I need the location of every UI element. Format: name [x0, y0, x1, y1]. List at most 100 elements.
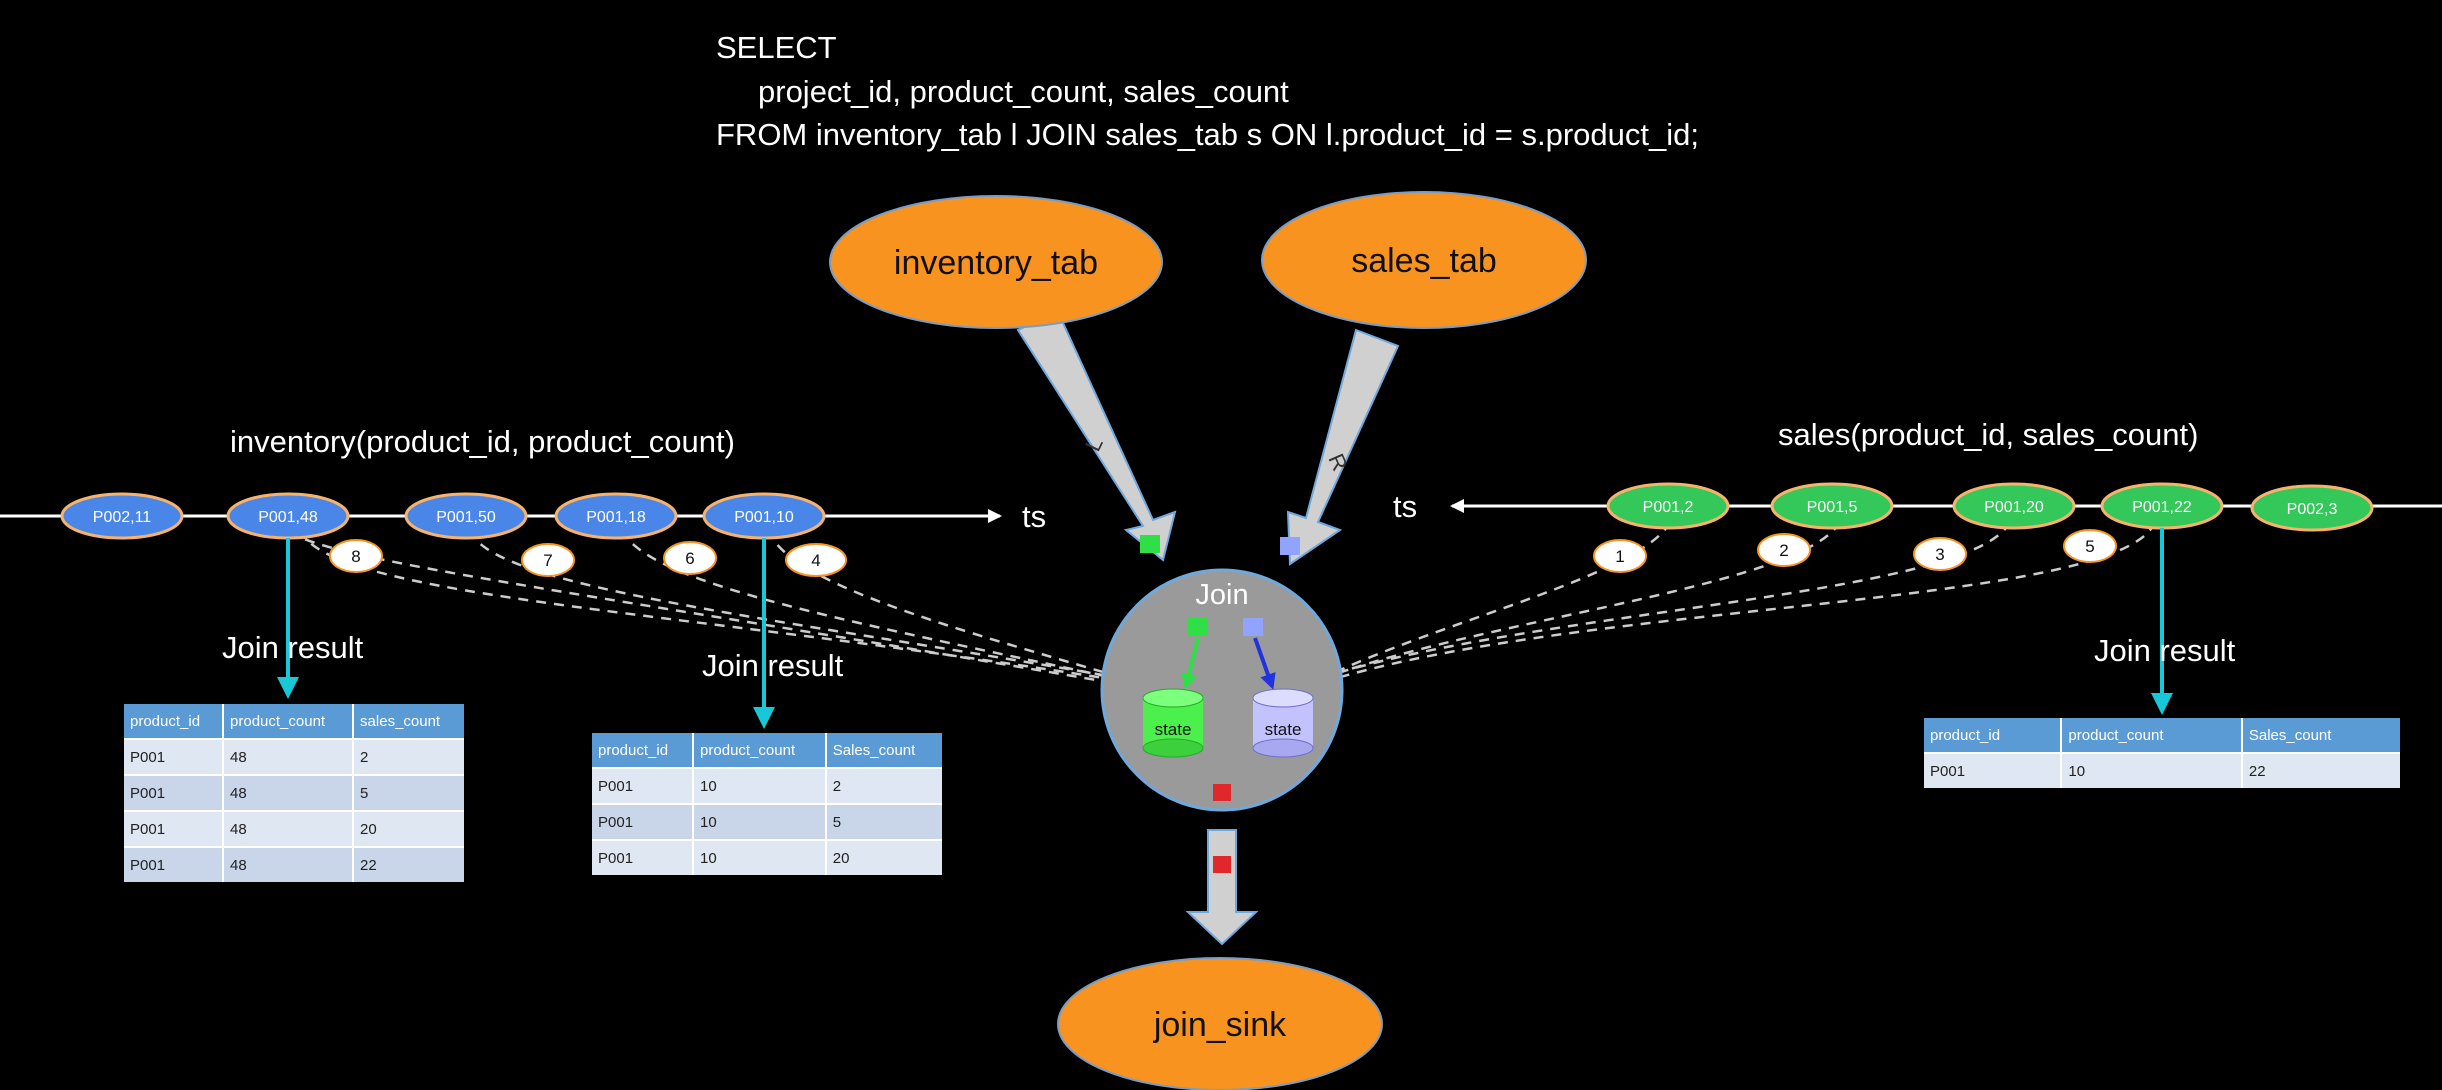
sales-tab-label: sales_tab [1351, 242, 1497, 280]
join-result-table-3: product_id product_count Sales_count P00… [1924, 718, 2400, 788]
inventory-event-label: P001,10 [734, 509, 794, 526]
table-cell: P001 [592, 839, 695, 875]
sales-event-2: P001,5 [1770, 482, 1894, 530]
join-right-marker [1243, 618, 1263, 636]
sales-event-1: P001,2 [1606, 482, 1730, 530]
table-cell: 48 [223, 738, 355, 775]
flow-line-sales-3 [1297, 521, 2012, 688]
output-arrow [1185, 829, 1259, 946]
table-cell: 5 [353, 774, 464, 811]
join-left-marker [1188, 618, 1208, 636]
svg-text:8: 8 [351, 547, 360, 566]
inventory-tab-label: inventory_tab [894, 244, 1098, 282]
table-cell: 10 [693, 839, 827, 875]
join-result-table-2: product_id product_count Sales_count P00… [592, 733, 942, 875]
sales-event-3: P001,20 [1952, 482, 2076, 530]
table-cell: P001 [592, 767, 695, 804]
table-header: sales_count [353, 704, 464, 739]
table-header: Sales_count [825, 733, 942, 768]
order-badge: 6 [663, 541, 717, 575]
order-badge: 7 [521, 543, 575, 577]
join-sink-node: join_sink [1057, 957, 1383, 1090]
sales-event-label: P002,3 [2287, 501, 2338, 518]
inventory-event-label: P002,11 [93, 509, 152, 526]
table-header: Sales_count [2241, 718, 2400, 753]
join-label: Join [1195, 579, 1248, 611]
table-cell: 48 [223, 774, 355, 811]
right-input-arrow: R [1286, 328, 1400, 566]
sql-line-2: project_id, product_count, sales_count [758, 74, 1289, 109]
sales-stream-title: sales(product_id, sales_count) [1778, 417, 2198, 452]
sales-event-4: P001,22 [2100, 482, 2224, 530]
table-cell: P001 [124, 846, 225, 882]
flow-line-inv-4 [620, 529, 1169, 692]
table-header: product_count [2061, 718, 2243, 753]
left-input-marker [1140, 535, 1160, 553]
sql-line-3: FROM inventory_tab l JOIN sales_tab s ON… [716, 117, 1699, 152]
order-badge: 5 [2063, 529, 2117, 563]
output-marker [1213, 856, 1231, 873]
svg-text:1: 1 [1615, 547, 1624, 566]
inventory-event-5: P001,10 [702, 492, 826, 540]
order-badge: 8 [329, 539, 383, 573]
join-output-marker [1213, 784, 1231, 801]
join-result-table-1: product_id product_count sales_count P00… [124, 704, 464, 882]
sales-event-label: P001,5 [1807, 499, 1858, 516]
order-badge: 3 [1913, 537, 1967, 571]
svg-text:4: 4 [811, 551, 820, 570]
table-cell: P001 [1924, 752, 2063, 788]
join-left-flow [1181, 637, 1200, 690]
sales-event-label: P001,2 [1643, 499, 1694, 516]
table-cell: P001 [124, 774, 225, 811]
table-cell: 48 [223, 810, 355, 847]
table-cell: 48 [223, 846, 355, 882]
svg-text:5: 5 [2085, 537, 2094, 556]
svg-text:6: 6 [685, 549, 694, 568]
sql-line-1: SELECT [716, 30, 837, 65]
table-cell: 5 [825, 803, 942, 840]
inventory-event-3: P001,50 [404, 492, 528, 540]
sales-order-badges: 1 2 3 5 [1593, 529, 2117, 573]
sales-axis-label: ts [1393, 489, 1417, 524]
table-header: product_id [124, 704, 225, 739]
table-header: product_count [223, 704, 355, 739]
table-cell: P001 [124, 738, 225, 775]
svg-text:2: 2 [1779, 541, 1788, 560]
sales-event-label: P001,22 [2132, 499, 2192, 516]
inventory-stream-title: inventory(product_id, product_count) [230, 424, 735, 459]
join-right-flow [1253, 637, 1276, 690]
table-cell: 22 [2241, 752, 2400, 788]
join-result-label-2: Join result [702, 648, 844, 683]
table-cell: 10 [693, 767, 827, 804]
inventory-event-label: P001,50 [436, 509, 496, 526]
join-operator: Join state state [1100, 568, 1344, 812]
state-right-label: state [1265, 720, 1302, 739]
flow-line-inv-3 [468, 529, 1166, 688]
sales-event-5: P002,3 [2250, 484, 2374, 532]
join-result-label-3: Join result [2094, 633, 2236, 668]
sales-event-label: P001,20 [1984, 499, 2044, 516]
flow-line-sales-4 [1299, 521, 2157, 692]
state-store-right: state [1252, 688, 1314, 758]
inventory-event-2: P001,48 [226, 492, 350, 540]
right-input-marker [1280, 537, 1300, 555]
inventory-event-label: P001,48 [258, 509, 318, 526]
sales-flow-lines [1297, 521, 2157, 692]
state-store-left: state [1142, 688, 1204, 758]
sales-tab-node: sales_tab [1261, 191, 1587, 329]
inventory-event-label: P001,18 [586, 509, 646, 526]
inventory-event-4: P001,18 [554, 492, 678, 540]
flow-line-inv-5 [766, 529, 1171, 694]
svg-text:3: 3 [1935, 545, 1944, 564]
sales-events: P001,2 P001,5 P001,20 P001,22 P002,3 [1606, 482, 2374, 532]
table-cell: 22 [353, 846, 464, 882]
flow-line-sales-1 [1298, 521, 1672, 692]
table-cell: P001 [592, 803, 695, 840]
inventory-order-badges: 8 7 6 4 [329, 539, 847, 577]
